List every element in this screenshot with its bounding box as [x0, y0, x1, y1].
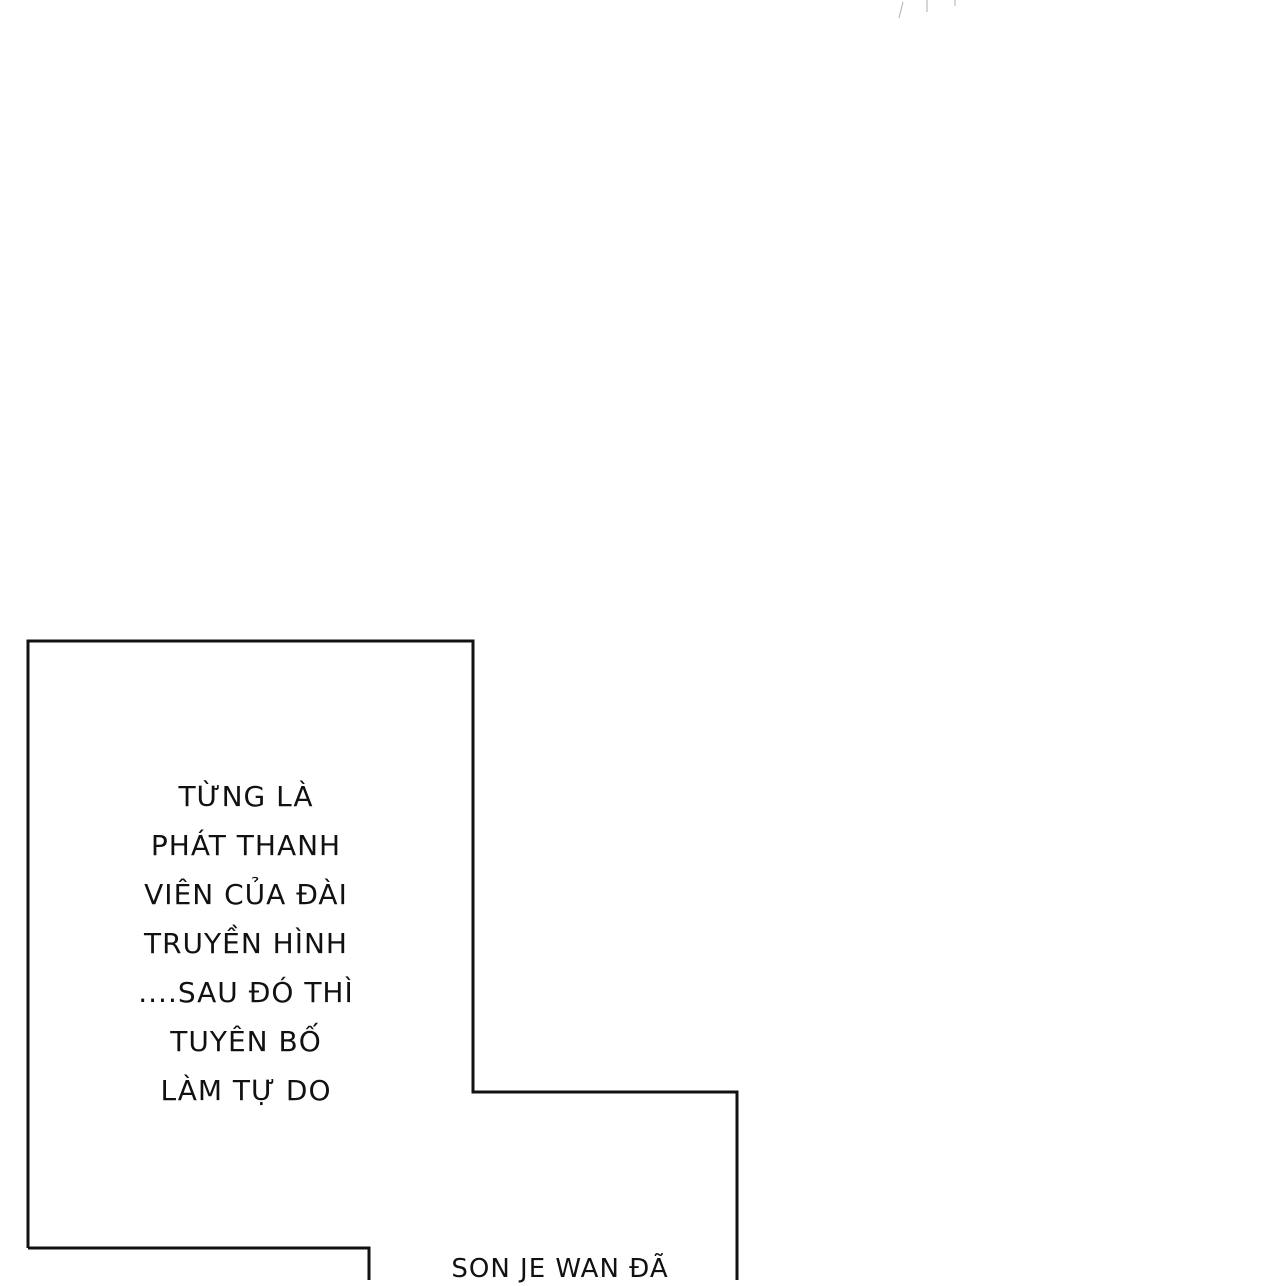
caption-box-2-border — [28, 1246, 371, 1280]
caption-line: TỪNG LÀ — [178, 780, 314, 813]
caption-box-1-border — [26, 639, 739, 1280]
caption-line: TRUYỀN HÌNH — [143, 927, 348, 960]
caption-text-2: SON JE WAN ĐÃ — [451, 1254, 669, 1284]
caption-line: VIÊN CỦA ĐÀI — [144, 878, 348, 911]
caption-line: LÀM TỰ DO — [160, 1074, 332, 1107]
caption-text-1: TỪNG LÀ PHÁT THANH VIÊN CỦA ĐÀI TRUYỀN H… — [100, 772, 392, 1115]
caption-line: ....SAU ĐÓ THÌ — [138, 976, 354, 1009]
sketch-marks — [898, 0, 956, 19]
caption-line: PHÁT THANH — [150, 829, 342, 862]
caption-line: TUYÊN BỐ — [170, 1025, 322, 1058]
